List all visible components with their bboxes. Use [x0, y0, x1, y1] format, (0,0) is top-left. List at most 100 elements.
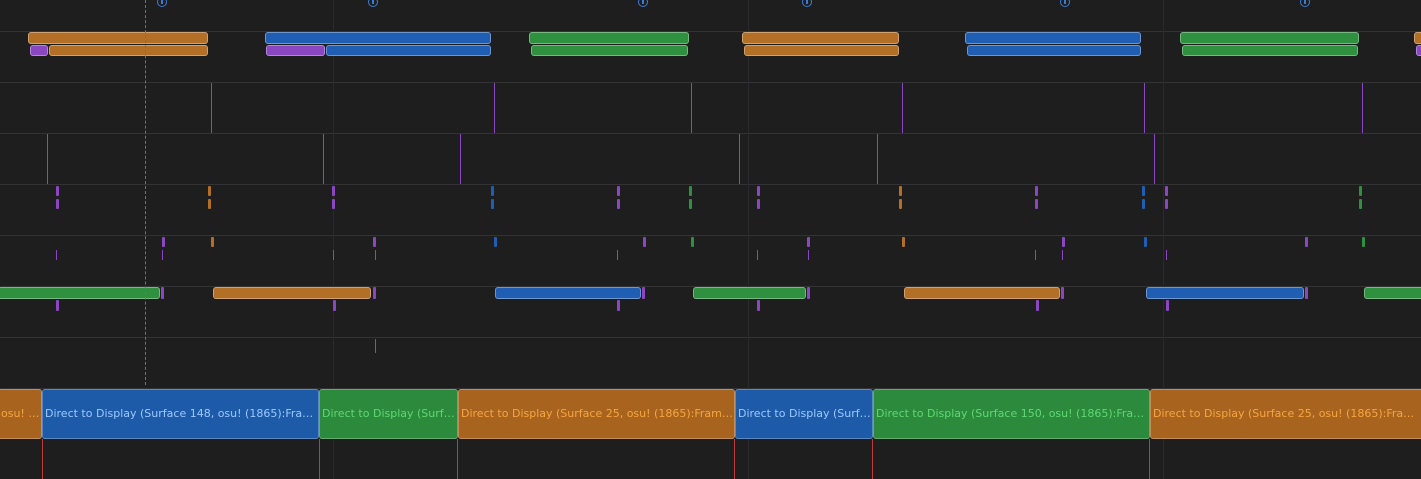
timeline-marker-icon[interactable] — [802, 0, 812, 7]
event-marker[interactable] — [1362, 237, 1365, 247]
event-marker[interactable] — [208, 199, 211, 209]
frame-interval[interactable]: Direct to Display (Surface 25, osu! (186… — [458, 389, 735, 439]
event-marker[interactable] — [208, 186, 211, 196]
event-tick — [1035, 250, 1036, 260]
work-interval[interactable] — [265, 32, 491, 44]
row-divider — [0, 388, 1421, 389]
work-interval[interactable] — [30, 45, 48, 56]
event-marker[interactable] — [757, 199, 760, 209]
event-marker[interactable] — [899, 199, 902, 209]
event-marker[interactable] — [332, 199, 335, 209]
work-interval[interactable] — [1364, 287, 1421, 299]
frame-interval[interactable]: Direct to Display (Surface 25, osu! (186… — [1150, 389, 1421, 439]
event-marker[interactable] — [902, 237, 905, 247]
event-marker[interactable] — [332, 186, 335, 196]
event-marker[interactable] — [689, 186, 692, 196]
event-marker[interactable] — [807, 287, 810, 299]
event-marker[interactable] — [1142, 186, 1145, 196]
work-interval[interactable] — [744, 45, 899, 56]
event-marker[interactable] — [1061, 287, 1064, 299]
work-interval[interactable] — [1416, 45, 1421, 56]
event-marker[interactable] — [689, 199, 692, 209]
work-interval[interactable] — [965, 32, 1141, 44]
event-marker[interactable] — [757, 300, 760, 311]
work-interval[interactable] — [531, 45, 688, 56]
work-interval[interactable] — [1180, 32, 1359, 44]
event-marker[interactable] — [1035, 199, 1038, 209]
event-tick — [691, 83, 692, 133]
event-marker[interactable] — [1165, 199, 1168, 209]
event-marker[interactable] — [211, 237, 214, 247]
timeline-marker-icon[interactable] — [368, 0, 378, 7]
event-marker[interactable] — [1165, 186, 1168, 196]
work-interval[interactable] — [326, 45, 491, 56]
work-interval[interactable] — [28, 32, 208, 44]
event-tick — [211, 83, 212, 133]
frame-interval[interactable]: Direct to Display (Surface... — [735, 389, 873, 439]
event-marker[interactable] — [691, 237, 694, 247]
work-interval[interactable] — [266, 45, 325, 56]
event-marker[interactable] — [1142, 199, 1145, 209]
work-interval[interactable] — [904, 287, 1060, 299]
event-marker[interactable] — [56, 199, 59, 209]
event-tick — [1062, 250, 1063, 260]
event-marker[interactable] — [1035, 186, 1038, 196]
event-tick — [877, 134, 878, 184]
event-marker[interactable] — [1062, 237, 1065, 247]
work-interval[interactable] — [1182, 45, 1358, 56]
event-marker[interactable] — [617, 199, 620, 209]
event-tick — [902, 83, 903, 133]
timeline-marker-icon[interactable] — [157, 0, 167, 7]
event-marker[interactable] — [642, 287, 645, 299]
work-interval[interactable] — [693, 287, 806, 299]
event-marker[interactable] — [491, 186, 494, 196]
work-interval[interactable] — [967, 45, 1141, 56]
work-interval[interactable] — [742, 32, 899, 44]
event-marker[interactable] — [373, 287, 376, 299]
event-marker[interactable] — [162, 237, 165, 247]
event-marker[interactable] — [1359, 199, 1362, 209]
work-interval[interactable] — [0, 287, 160, 299]
frame-interval[interactable]: Direct to Display (Surface 150, osu! (18… — [873, 389, 1150, 439]
event-tick — [323, 134, 324, 184]
event-marker[interactable] — [1359, 186, 1362, 196]
work-interval[interactable] — [1146, 287, 1304, 299]
work-interval[interactable] — [49, 45, 208, 56]
event-tick — [808, 250, 809, 260]
event-tick — [1154, 134, 1155, 184]
event-marker[interactable] — [1144, 237, 1147, 247]
work-interval[interactable] — [1414, 32, 1421, 44]
event-marker[interactable] — [643, 237, 646, 247]
event-marker[interactable] — [161, 287, 164, 299]
event-marker[interactable] — [1305, 237, 1308, 247]
timeline-marker-icon[interactable] — [1060, 0, 1070, 7]
event-marker[interactable] — [373, 237, 376, 247]
event-marker[interactable] — [56, 186, 59, 196]
timeline-marker-icon[interactable] — [1300, 0, 1310, 7]
frame-interval[interactable]: osu! (... — [0, 389, 42, 439]
grid-line — [1163, 0, 1164, 479]
event-marker[interactable] — [807, 237, 810, 247]
event-marker[interactable] — [617, 300, 620, 311]
event-marker[interactable] — [899, 186, 902, 196]
event-marker[interactable] — [1166, 300, 1169, 311]
timeline-marker-icon[interactable] — [638, 0, 648, 7]
event-marker[interactable] — [757, 186, 760, 196]
event-marker[interactable] — [56, 300, 59, 311]
event-marker[interactable] — [617, 186, 620, 196]
event-marker[interactable] — [1305, 287, 1308, 299]
work-interval[interactable] — [213, 287, 371, 299]
work-interval[interactable] — [529, 32, 689, 44]
work-interval[interactable] — [495, 287, 641, 299]
frame-interval[interactable]: Direct to Display (Surface... — [319, 389, 458, 439]
row-divider — [0, 133, 1421, 134]
grid-line — [333, 0, 334, 479]
event-marker[interactable] — [1036, 300, 1039, 311]
event-marker[interactable] — [494, 237, 497, 247]
vsync-tick — [42, 439, 43, 479]
event-marker[interactable] — [333, 300, 336, 311]
playhead-cursor[interactable] — [145, 0, 146, 385]
frame-interval[interactable]: Direct to Display (Surface 148, osu! (18… — [42, 389, 319, 439]
event-marker[interactable] — [491, 199, 494, 209]
